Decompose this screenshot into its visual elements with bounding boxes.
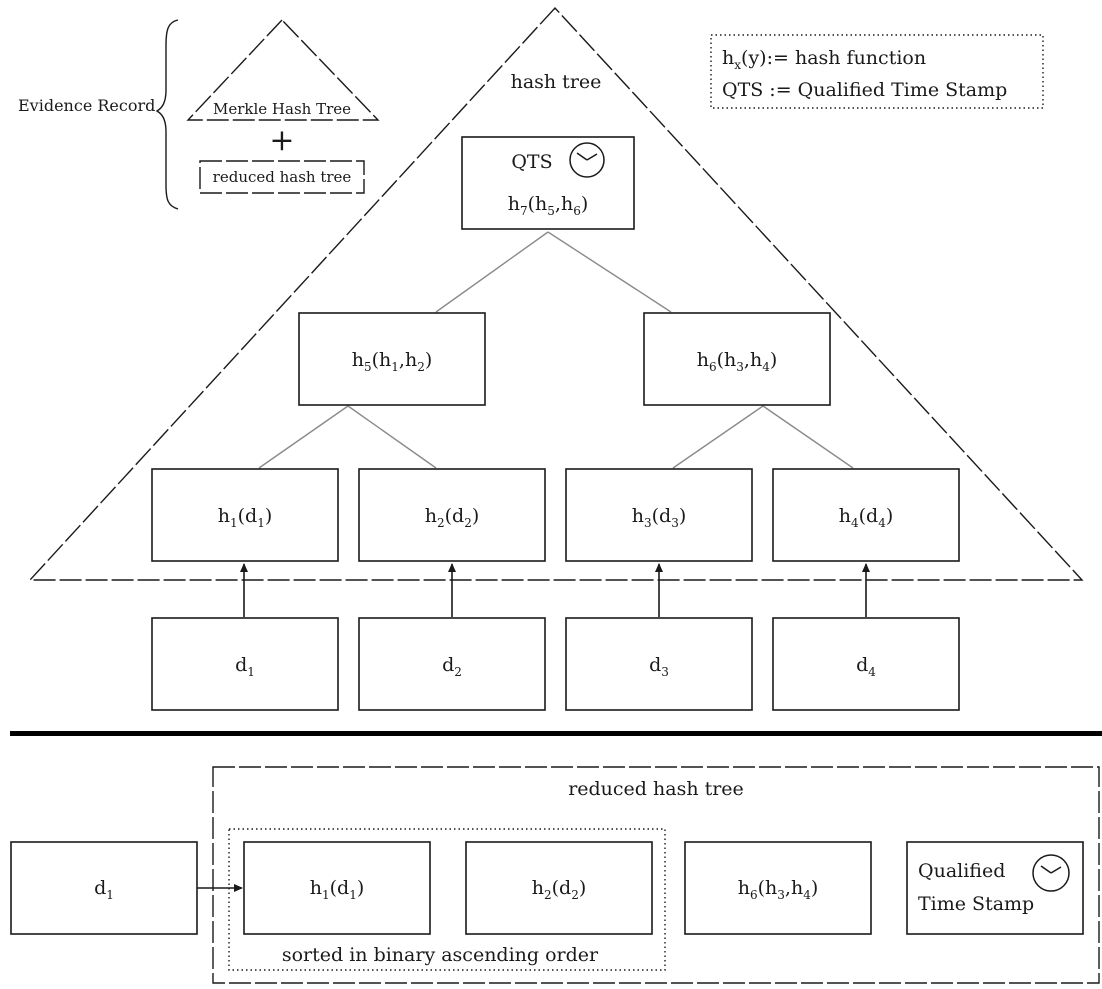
leaf-h4-label: h4(d4) xyxy=(839,505,894,530)
edge-root-h5 xyxy=(435,231,549,313)
leaf-h1 xyxy=(151,468,339,562)
node-h6-label: h6(h3,h4) xyxy=(697,349,778,374)
root-hash-label: h7(h5,h6) xyxy=(508,193,589,218)
document-d2 xyxy=(358,617,546,711)
reduced-qts-box xyxy=(906,841,1084,935)
root-qts-node xyxy=(461,136,635,230)
clock-icon xyxy=(569,142,605,178)
merkle-tree-label: Merkle Hash Tree xyxy=(213,100,351,118)
sorted-note: sorted in binary ascending order xyxy=(282,944,599,966)
evidence-record-label: Evidence Record xyxy=(18,96,155,115)
legend-qts-definition: QTS := Qualified Time Stamp xyxy=(722,79,1007,101)
document-d4 xyxy=(772,617,960,711)
edge-h6-h3 xyxy=(672,405,764,469)
leaf-h3-label: h3(d3) xyxy=(632,505,687,530)
reduced-item-h6 xyxy=(684,841,872,935)
clock-icon xyxy=(1032,854,1070,892)
edge-h6-h4 xyxy=(762,405,854,469)
reduced-item-h2-label: h2(d2) xyxy=(532,877,587,902)
reduced-item-h1-label: h1(d1) xyxy=(310,877,365,902)
reduced-qts-line2: Time Stamp xyxy=(918,893,1034,915)
reduced-tree-mini-label: reduced hash tree xyxy=(213,168,352,186)
section-divider xyxy=(10,731,1102,736)
leaf-h2-label: h2(d2) xyxy=(425,505,480,530)
legend-hash-definition: hx(y):= hash function xyxy=(722,47,926,72)
edge-h5-h2 xyxy=(347,405,437,469)
node-h6 xyxy=(643,312,831,406)
leaf-h1-label: h1(d1) xyxy=(218,505,273,530)
reduced-item-h6-label: h6(h3,h4) xyxy=(738,877,819,902)
hash-tree-triangle xyxy=(28,6,1084,581)
root-qts-label: QTS xyxy=(511,151,552,173)
document-d2-label: d2 xyxy=(442,654,462,679)
reduced-tree-title: reduced hash tree xyxy=(568,778,744,800)
leaf-h4 xyxy=(772,468,960,562)
edge-root-h6 xyxy=(547,231,672,313)
leaf-h3 xyxy=(565,468,753,562)
reduced-input-d1 xyxy=(10,841,198,935)
reduced-item-h1 xyxy=(243,841,431,935)
node-h5-label: h5(h1,h2) xyxy=(352,349,433,374)
document-d3-label: d3 xyxy=(649,654,669,679)
reduced-item-h2 xyxy=(465,841,653,935)
reduced-qts-line1: Qualified xyxy=(918,860,1005,882)
document-d1-label: d1 xyxy=(235,654,255,679)
document-d1 xyxy=(151,617,339,711)
document-d4-label: d4 xyxy=(856,654,876,679)
curly-brace xyxy=(155,19,179,210)
node-h5 xyxy=(298,312,486,406)
reduced-tree-box xyxy=(212,766,1100,984)
reduced-input-d1-label: d1 xyxy=(94,877,114,902)
edge-h5-h1 xyxy=(258,405,349,469)
document-d3 xyxy=(565,617,753,711)
merkle-tree-triangle xyxy=(186,18,380,121)
leaf-h2 xyxy=(358,468,546,562)
reduced-tree-mini-box xyxy=(199,160,365,194)
plus-sign: + xyxy=(269,123,294,158)
hash-tree-title: hash tree xyxy=(511,71,602,93)
